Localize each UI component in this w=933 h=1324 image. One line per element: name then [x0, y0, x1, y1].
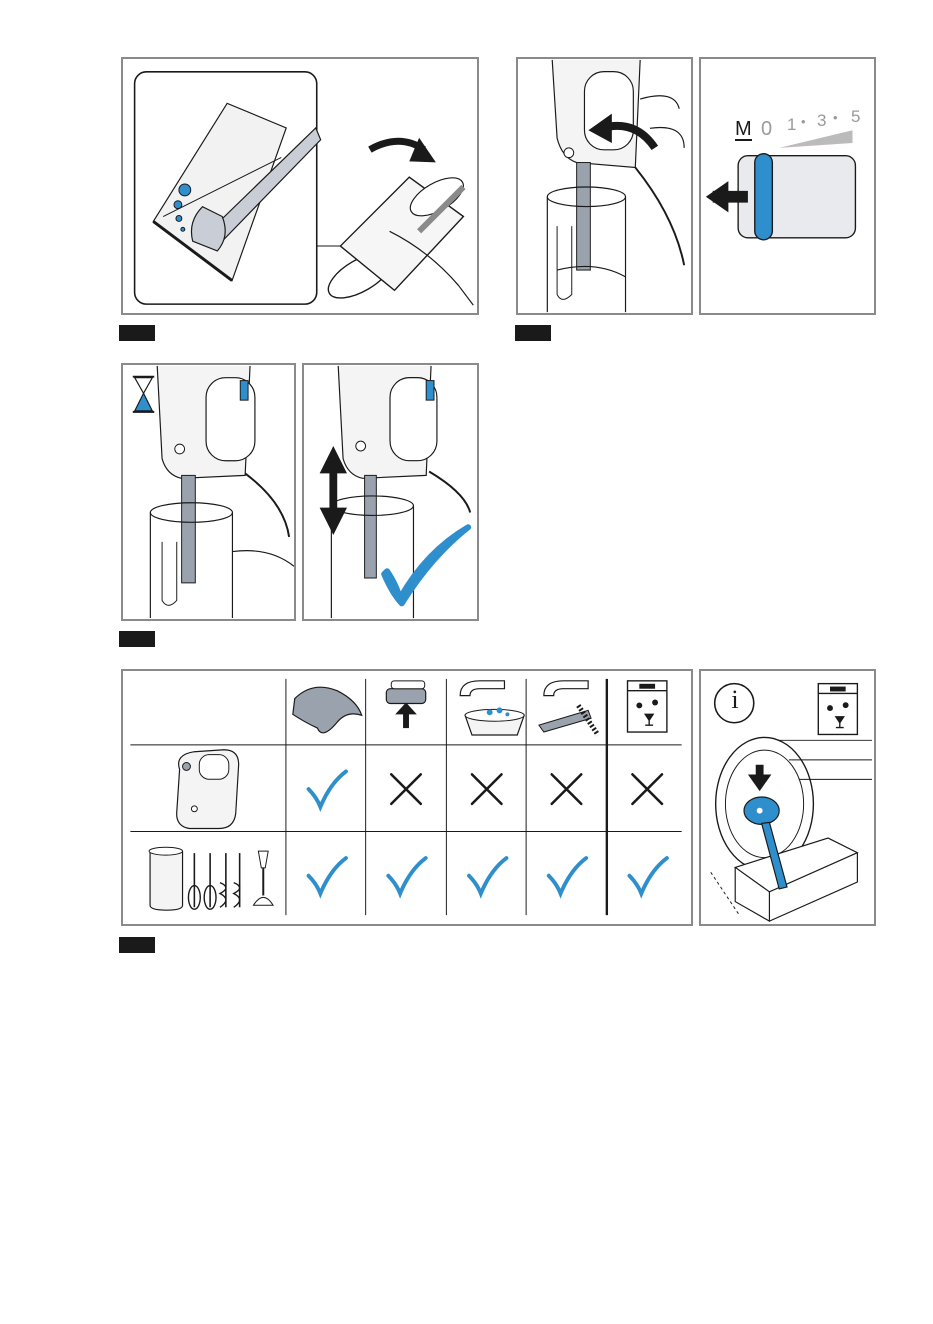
speed-dial-illustration [701, 59, 874, 313]
pour-illustration [123, 59, 477, 313]
release-illustration [518, 59, 691, 313]
check-icon [384, 527, 468, 603]
cleaning-table [123, 671, 691, 924]
hand-mixer-body-icon [177, 750, 239, 829]
check-icon [629, 858, 666, 893]
speed-label-5: 5 [851, 107, 860, 127]
wait-illustration [123, 365, 294, 619]
step-tag [515, 325, 551, 341]
dishwasher-info-panel: i [699, 669, 876, 926]
check-icon [549, 858, 586, 893]
step-tag [119, 325, 155, 341]
cross-icon [632, 774, 662, 804]
step-panel-wait [121, 363, 296, 621]
check-icon [309, 858, 346, 893]
check-icon [388, 858, 425, 893]
accent-dot [179, 184, 191, 196]
speed-label-0: 0 [761, 119, 772, 139]
info-symbol: i [727, 685, 743, 715]
dishwasher-icon [628, 681, 667, 732]
speed-label-m: M [735, 119, 752, 141]
brush-under-tap-icon [539, 681, 598, 735]
step-tag [119, 631, 155, 647]
mix-illustration [304, 365, 477, 619]
cross-icon [552, 774, 582, 804]
speed-dial-panel: M 0 1 • 3 • 5 [699, 57, 876, 315]
cleaning-table-panel [121, 669, 693, 926]
check-icon [309, 771, 346, 806]
step-tag [119, 937, 155, 953]
damp-cloth-icon [293, 687, 362, 733]
cross-icon [391, 774, 421, 804]
dishwasher-icon [818, 684, 857, 735]
step-panel-release [516, 57, 693, 315]
accessories-icon [149, 847, 273, 910]
speed-dot: • [833, 110, 838, 125]
step-panel-pour [121, 57, 479, 315]
hourglass-icon [133, 377, 154, 412]
speed-label-1: 1 [787, 115, 796, 135]
speed-label-3: 3 [817, 111, 826, 131]
cross-icon [472, 774, 502, 804]
soft-sponge-icon [386, 681, 425, 728]
rinse-water-icon [460, 681, 524, 735]
step-panel-mix [302, 363, 479, 621]
check-icon [469, 858, 506, 893]
speed-dot: • [801, 114, 806, 129]
